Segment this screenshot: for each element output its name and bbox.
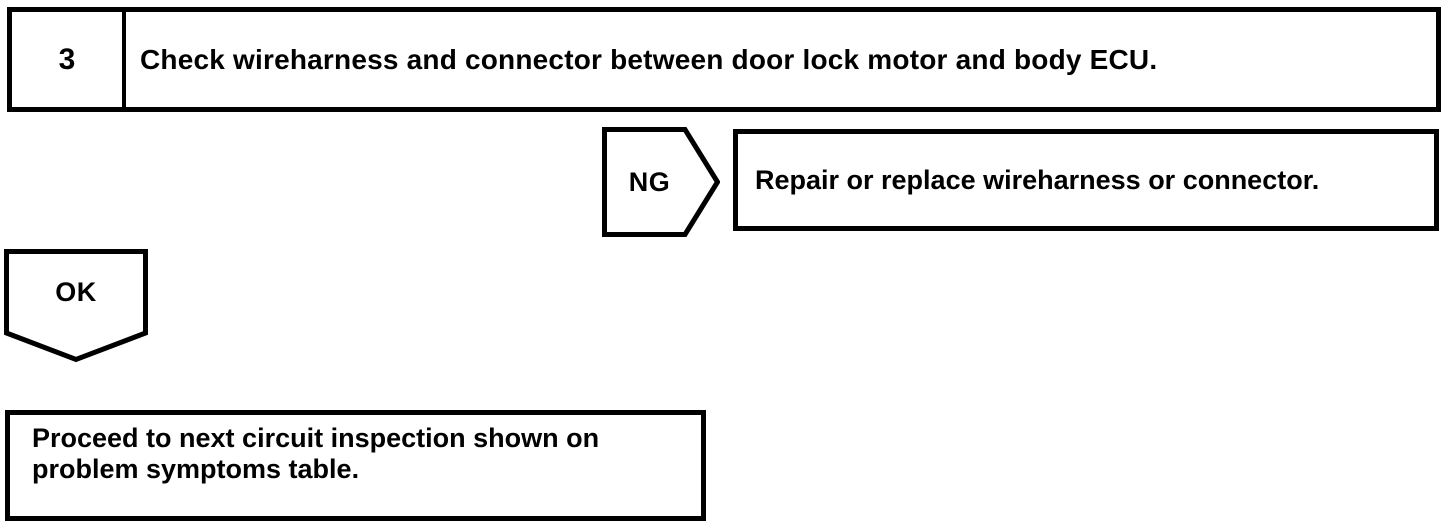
ok-connector: OK: [4, 249, 148, 363]
step-instruction: Check wireharness and connector between …: [140, 43, 1158, 75]
ng-connector: NG: [602, 127, 720, 237]
ok-pentagon-down-arrow-shape: [4, 249, 148, 363]
step-number: 3: [58, 42, 76, 76]
ng-action-text: Repair or replace wireharness or connect…: [755, 164, 1320, 195]
ng-label: NG: [628, 166, 671, 197]
ok-label: OK: [55, 276, 97, 307]
step-number-cell: 3: [12, 12, 126, 107]
result-line-2: problem symptoms table.: [32, 454, 360, 484]
ng-pentagon-right-arrow-shape: [602, 127, 720, 237]
step-instruction-cell: Check wireharness and connector between …: [126, 12, 1436, 107]
step-box: 3 Check wireharness and connector betwee…: [7, 7, 1441, 112]
ng-action-box: Repair or replace wireharness or connect…: [733, 129, 1439, 231]
result-box: Proceed to next circuit inspection shown…: [5, 410, 706, 521]
result-line-1: Proceed to next circuit inspection shown…: [32, 423, 600, 453]
